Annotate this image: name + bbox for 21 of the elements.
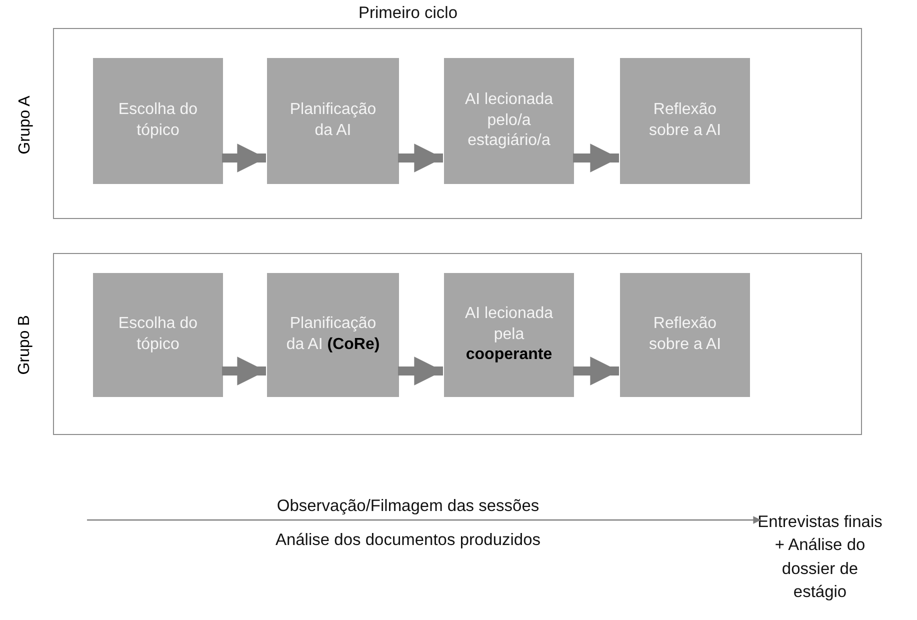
- process-box: Planificação da AI (CoRe): [267, 273, 399, 397]
- arrow: [573, 356, 619, 386]
- process-note: Análise dos documentos produzidos: [274, 531, 542, 550]
- arrow: [222, 144, 266, 172]
- process-box: Escolha do tópico: [93, 273, 223, 397]
- process-box: Reflexão sobre a AI: [620, 58, 750, 184]
- process-box: AI lecionada pelo/a estagiário/a: [444, 58, 574, 184]
- cycle-heading: Primeiro ciclo: [357, 4, 459, 23]
- process-box: Reflexão sobre a AI: [620, 273, 750, 397]
- arrow: [398, 144, 443, 172]
- process-box: AI lecionada pela cooperante: [444, 273, 574, 397]
- arrow: [87, 516, 761, 524]
- arrow: [398, 356, 443, 386]
- group-label: Grupo A: [16, 95, 34, 154]
- process-box: Planificação da AI: [267, 58, 399, 184]
- process-box: Escolha do tópico: [93, 58, 223, 184]
- arrow: [222, 356, 266, 386]
- arrow: [573, 144, 619, 172]
- process-note: Observação/Filmagem das sessões: [276, 497, 540, 516]
- group-label: Grupo B: [16, 315, 34, 375]
- outcome-text: Entrevistas finais + Análise do dossier de estágio: [755, 500, 885, 615]
